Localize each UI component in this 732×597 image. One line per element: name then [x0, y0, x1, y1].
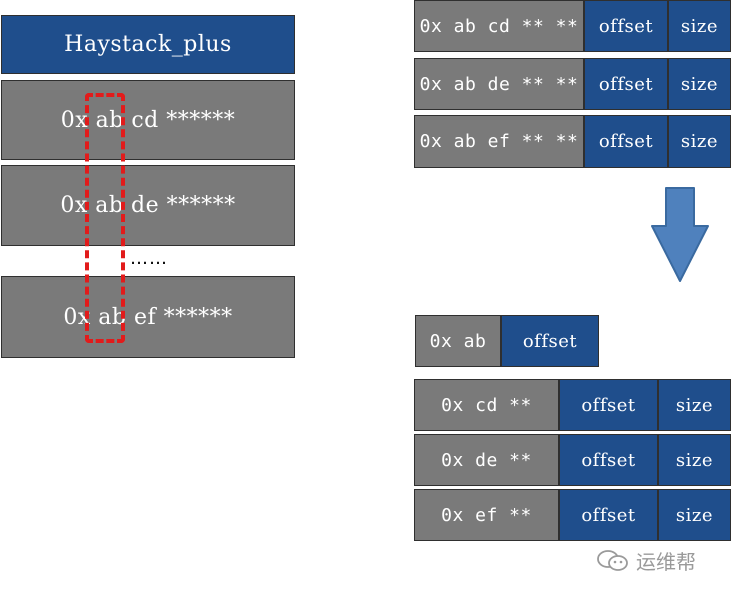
left-row-label: 0x ab cd ******	[60, 107, 236, 133]
prefix-key: 0x ab	[415, 315, 501, 367]
top-row-1-size: size	[668, 0, 731, 52]
bottom-row-2-key: 0x de **	[414, 434, 559, 486]
top-row-3-key: 0x ab ef ** **	[414, 115, 584, 168]
watermark-label: 运维帮	[636, 550, 696, 574]
top-row-1-offset: offset	[584, 0, 668, 52]
bottom-row-1-key: 0x cd **	[414, 379, 559, 431]
bottom-row-3-key: 0x ef **	[414, 489, 559, 541]
bottom-row-1-offset: offset	[559, 379, 658, 431]
header-label: Haystack_plus	[64, 32, 232, 57]
bottom-row-3-size: size	[658, 489, 731, 541]
wechat-icon	[597, 549, 628, 571]
top-row-1-key: 0x ab cd ** **	[414, 0, 584, 52]
common-prefix-highlight	[85, 93, 125, 343]
left-row-3: 0x ab ef ******	[1, 276, 295, 358]
bottom-row-2-offset: offset	[559, 434, 658, 486]
watermark: 运维帮	[596, 546, 696, 575]
haystack-plus-header: Haystack_plus	[1, 15, 295, 74]
bottom-row-3-offset: offset	[559, 489, 658, 541]
top-row-3-offset: offset	[584, 115, 668, 168]
left-row-1: 0x ab cd ******	[1, 80, 295, 160]
down-arrow-icon	[651, 187, 709, 282]
prefix-offset: offset	[501, 315, 599, 367]
bottom-row-2-size: size	[658, 434, 731, 486]
top-row-2-offset: offset	[584, 58, 668, 110]
ellipsis: ……	[130, 248, 168, 269]
left-row-2: 0x ab de ******	[1, 165, 295, 246]
left-row-label: 0x ab de ******	[60, 193, 236, 218]
bottom-row-1-size: size	[658, 379, 731, 431]
top-row-3-size: size	[668, 115, 731, 168]
top-row-2-key: 0x ab de ** **	[414, 58, 584, 110]
top-row-2-size: size	[668, 58, 731, 110]
